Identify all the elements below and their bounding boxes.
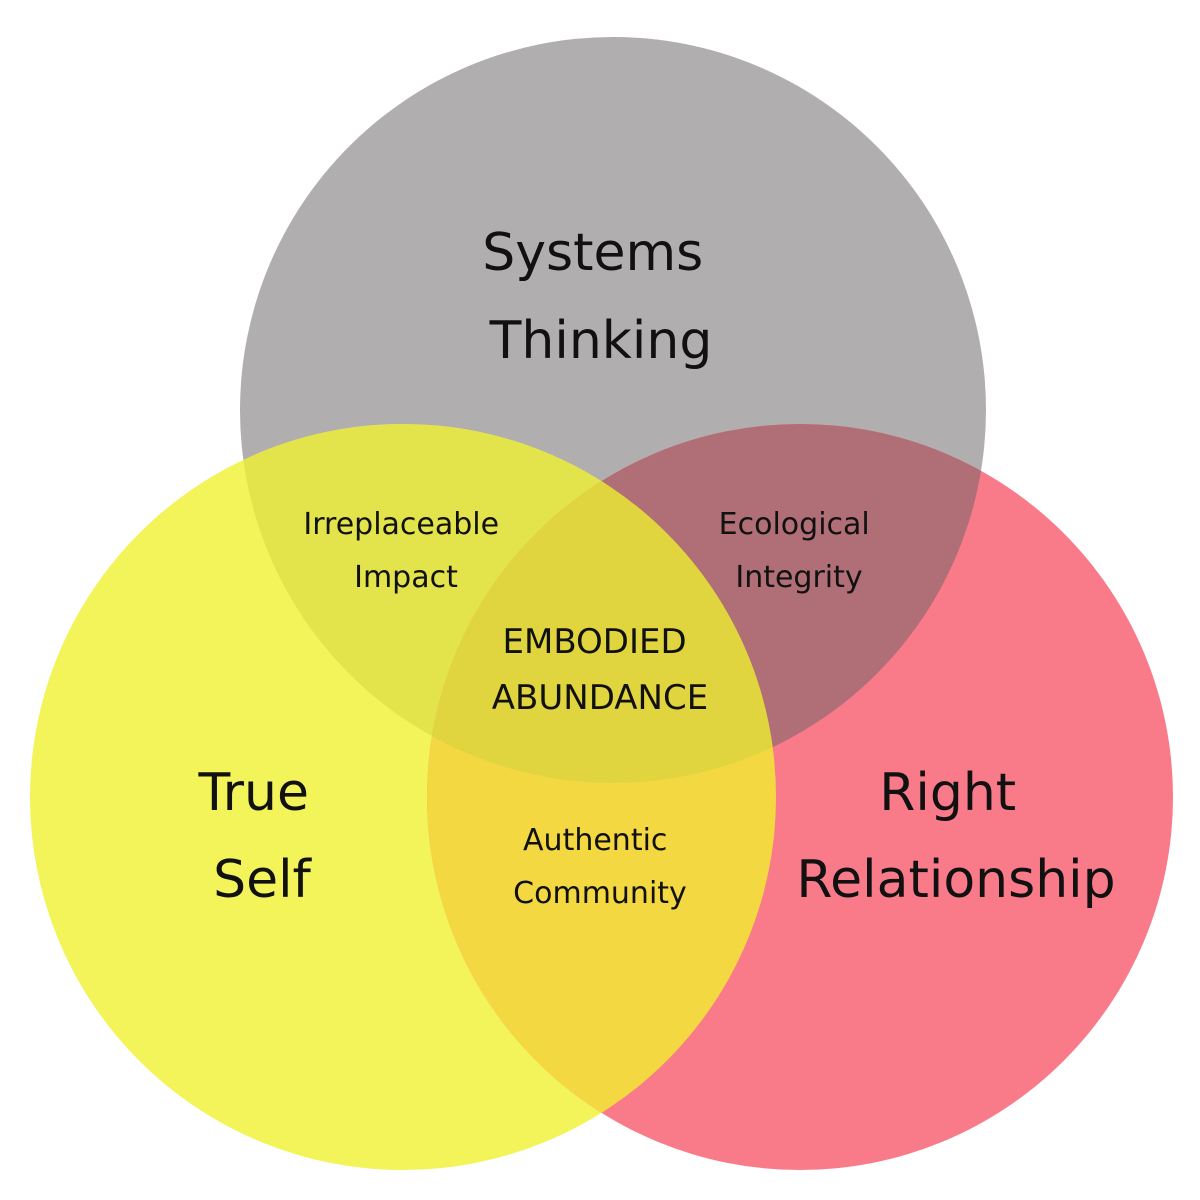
label-right-relationship: Right Relationship (796, 763, 1115, 910)
label-true-self: True Self (198, 763, 326, 910)
label-embodied-abundance: EMBODIED ABUNDANCE (492, 622, 708, 718)
label-irreplaceable-impact: Irreplaceable Impact (303, 507, 508, 595)
label-systems-thinking: Systems Thinking (482, 223, 720, 371)
label-ecological-integrity: Ecological Integrity (719, 507, 880, 595)
overlap-center (427, 424, 776, 783)
label-authentic-community: Authentic Community (513, 823, 687, 911)
